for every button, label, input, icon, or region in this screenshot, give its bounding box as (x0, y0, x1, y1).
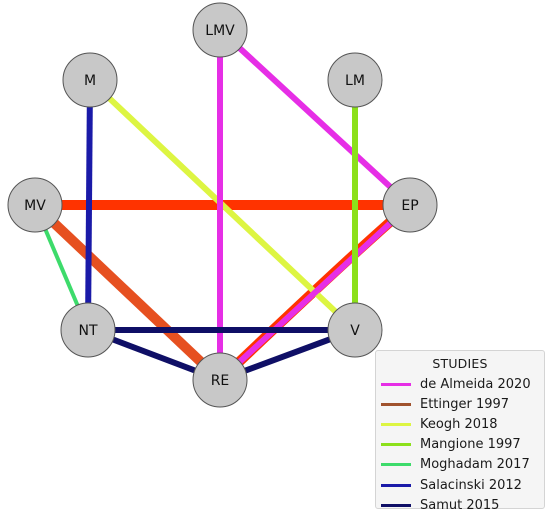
legend-label: Ettinger 1997 (420, 396, 510, 412)
legend-item: Samut 2015 (376, 495, 544, 515)
edge-lmv-ep (217, 27, 413, 208)
legend: STUDIES de Almeida 2020 Ettinger 1997 Ke… (375, 350, 545, 513)
node-circle (192, 352, 248, 408)
legend-label: Mangione 1997 (420, 437, 521, 453)
edge-mv-re (31, 201, 224, 384)
node-label: V (350, 323, 360, 339)
nodes-layer: LMV M LM MV EP NT V RE (7, 2, 438, 408)
node-mv: MV (7, 177, 63, 233)
node-circle (62, 52, 118, 108)
node-circle (60, 302, 116, 358)
legend-item: Salacinski 2012 (376, 475, 544, 495)
edge-ep-re (217, 202, 413, 383)
node-nt: NT (60, 302, 116, 358)
legend-swatch (381, 422, 411, 426)
legend-label: Moghadam 2017 (420, 457, 530, 473)
node-circle (7, 177, 63, 233)
node-label: MV (24, 198, 46, 214)
legend-title: STUDIES (432, 356, 488, 371)
legend-item: Mangione 1997 (376, 435, 544, 455)
node-label: EP (401, 198, 418, 214)
node-lm: LM (327, 52, 383, 108)
legend-item: Moghadam 2017 (376, 455, 544, 475)
node-label: RE (211, 373, 230, 389)
node-lmv: LMV (192, 2, 248, 58)
node-ep: EP (382, 177, 438, 233)
node-v: V (327, 302, 383, 358)
legend-swatch (381, 463, 411, 467)
node-label: LMV (205, 23, 235, 39)
legend-item: Keogh 2018 (376, 414, 544, 434)
node-circle (327, 52, 383, 108)
legend-swatch (381, 483, 411, 487)
node-circle (192, 2, 248, 58)
edge-m-nt (85, 79, 93, 331)
legend-swatch (381, 402, 411, 406)
legend-item: de Almeida 2020 (376, 374, 544, 394)
node-circle (382, 177, 438, 233)
legend-label: Salacinski 2012 (420, 477, 522, 493)
legend-label: Keogh 2018 (420, 416, 498, 432)
node-re: RE (192, 352, 248, 408)
node-label: NT (78, 323, 97, 339)
node-m: M (62, 52, 118, 108)
node-label: M (84, 73, 96, 89)
legend-label: Samut 2015 (420, 497, 500, 513)
node-circle (327, 302, 383, 358)
legend-swatch (381, 443, 411, 447)
node-label: LM (345, 73, 365, 89)
legend-swatch (381, 503, 411, 507)
legend-swatch (381, 382, 411, 386)
legend-label: de Almeida 2020 (420, 376, 531, 392)
legend-item: Ettinger 1997 (376, 394, 544, 414)
